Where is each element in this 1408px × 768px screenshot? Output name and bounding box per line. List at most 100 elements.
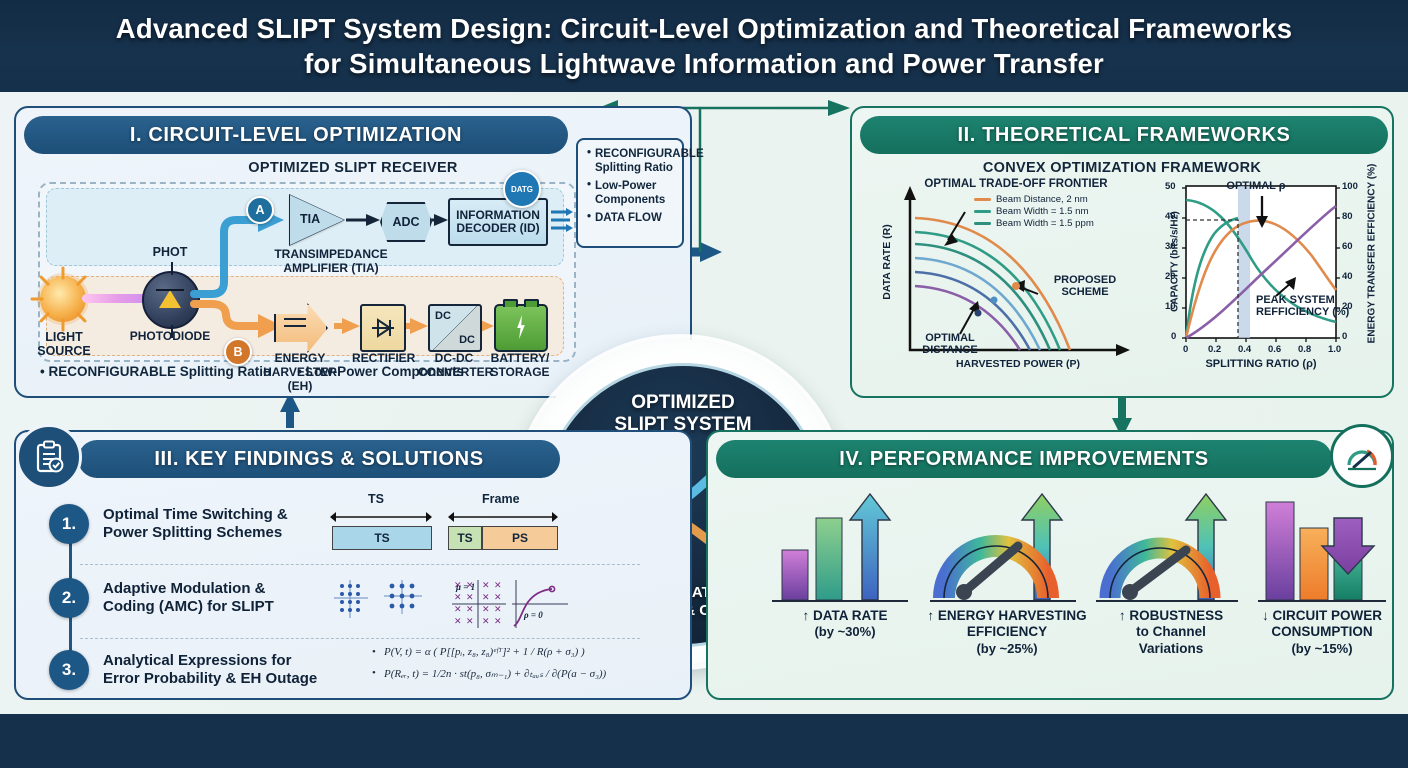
title-bar: Advanced SLIPT System Design: Circuit-Le… [0,0,1408,92]
data-flow-icon [551,208,573,232]
finding-number-3: 3. [49,650,89,690]
branch-badge-a: A [246,196,274,224]
chart1-legend: Beam Distance, 2 nm Beam Width = 1.5 nm … [974,194,1094,230]
ts-block-right-1: TS [448,526,482,550]
chart1-annot-optimal-distance: OPTIMAL DISTANCE [922,332,978,356]
side-note-0: RECONFIGURABLE Splitting Ratio [587,147,704,175]
information-decoder-block: INFORMATION DECODER (ID) [448,198,548,246]
tia-caption: TRANSIMPEDANCE AMPLIFIER (TIA) [274,247,388,275]
svg-text:✕: ✕ [494,580,502,590]
panel1-side-notes: RECONFIGURABLE Splitting Ratio Low-Power… [576,138,704,248]
dcdc-top-label: DC [435,310,451,322]
chart1-ylabel: DATA RATE (R) [881,224,893,300]
adc-block: ADC [380,202,432,242]
amc-label-bottom: ρ = 0 [524,610,543,620]
metric-energy-harvesting: ↑ ENERGY HARVESTING EFFICIENCY (by ~25%) [922,608,1092,656]
chart1-title: OPTIMAL TRADE-OFF FRONTIER [924,178,1108,190]
svg-text:✕: ✕ [454,592,462,602]
battery-label: BATTERY/ STORAGE [490,351,550,379]
panel2-heading: II. THEORETICAL FRAMEWORKS [860,116,1388,154]
light-source-icon [30,266,96,332]
energy-harvesting-gauge-icon [930,492,1076,602]
chart2-y2tick-2: 40 [1342,271,1353,282]
tia-block-label: TIA [300,212,321,226]
finding-row-2: 2. Adaptive Modulation & Coding (AMC) fo… [49,578,349,618]
chart1-xlabel: HARVESTED POWER (P) [955,358,1081,370]
svg-text:✕: ✕ [466,604,474,614]
metric-label-0: ↑ DATA RATE [802,608,888,623]
svg-text:✕: ✕ [454,616,462,626]
circuit-power-bars-icon [1258,501,1386,602]
data-rate-bars-icon [772,492,908,602]
panel3-heading: III. KEY FINDINGS & SOLUTIONS [78,440,560,478]
panel1-heading: I. CIRCUIT-LEVEL OPTIMIZATION [24,116,568,154]
legend-label-0: Beam Distance, 2 nm [996,194,1088,205]
metric-robustness: ↑ ROBUSTNESS to Channel Variations [1096,608,1246,657]
svg-text:✕: ✕ [466,616,474,626]
chart1-annot-proposed: PROPOSED SCHEME [1053,274,1117,298]
chart2-xtick-2: 0.4 [1238,344,1252,355]
finding-row-1: 1. Optimal Time Switching & Power Splitt… [49,504,349,544]
side-note-1: Low-Power Components [587,179,676,207]
chart2-ytick-5: 50 [1165,181,1176,192]
svg-text:✕: ✕ [466,580,474,590]
svg-text:✕: ✕ [466,592,474,602]
svg-text:✕: ✕ [482,604,490,614]
panel1-footer-bullet-1: • Low-Power Components [297,364,464,379]
metric-sub-1: (by ~25%) [976,640,1038,656]
battery-icon [494,299,548,352]
light-beam [82,294,150,303]
diagram-canvas: I. CIRCUIT-LEVEL OPTIMIZATION OPTIMIZED … [0,92,1408,714]
finding-text-1: Optimal Time Switching & Power Splitting… [103,506,288,542]
chart2-y2tick-4: 80 [1342,211,1353,222]
metric-label-1: ↑ ENERGY HARVESTING EFFICIENCY [927,608,1087,640]
chart2-ytick-0: 0 [1171,331,1177,342]
finding-text-2: Adaptive Modulation & Coding (AMC) for S… [103,580,274,616]
chart2-y2tick-0: 0 [1342,331,1348,342]
dcdc-converter-block: DC DC [428,304,482,352]
datg-badge-icon: DATG [503,170,541,208]
finding-number-2: 2. [49,578,89,618]
metric-circuit-power: ↓ CIRCUIT POWER CONSUMPTION (by ~15%) [1248,608,1396,656]
chart2-ytick-1: 10 [1165,301,1176,312]
svg-text:✕: ✕ [454,580,462,590]
photodiode-label: PHOTODIODE [129,329,211,343]
title-line-1: Advanced SLIPT System Design: Circuit-Le… [115,12,1293,44]
chart2-annot-peak: PEAK SYSTEM REFFICIENCY (%) [1256,294,1350,318]
formula-0: P(V, t) = α ( P[[pᵢ, z₈, z₈)ᵉᶠᵀ]² + 1 / … [372,646,652,658]
chart2-ytick-3: 30 [1165,241,1176,252]
panel-key-findings: III. KEY FINDINGS & SOLUTIONS 1. Optimal… [14,430,692,700]
svg-text:✕: ✕ [454,604,462,614]
robustness-gauge-icon [1096,492,1238,602]
dcdc-bottom-label: DC [459,333,475,346]
clipboard-check-icon [16,424,82,490]
speedometer-icon [1330,424,1394,488]
panel1-subtitle: OPTIMIZED SLIPT RECEIVER [248,160,458,176]
svg-text:✕: ✕ [494,604,502,614]
chart2-y2tick-1: 20 [1342,301,1353,312]
chart2-y2tick-5: 100 [1342,181,1358,192]
title-line-2: for Simultaneous Lightwave Information a… [304,48,1104,79]
datg-badge-label: DATG [510,184,534,194]
ts-block-right-2: PS [482,526,558,550]
formula-1: P(Rₑᵣ, t) = 1/2n · st(p₈, σₘ₋₁) + ∂ₜₐᵤₛ … [372,667,652,680]
metric-data-rate: ↑ DATA RATE (by ~30%) [770,608,920,639]
formula-list: P(V, t) = α ( P[[pᵢ, z₈, z₈)ᵉᶠᵀ]² + 1 / … [372,646,652,689]
chart2-ylabel: CAPACITY (bits/s/Hz) [1169,211,1181,312]
legend-label-1: Beam Width = 1.5 nm [996,206,1089,217]
chart2-ytick-4: 40 [1165,211,1176,222]
energy-harvester-label: ENERGY HARVESTER (EH) [263,351,337,393]
chart2-ytick-2: 20 [1165,271,1176,282]
panel-theoretical-frameworks: II. THEORETICAL FRAMEWORKS CONVEX OPTIMI… [850,106,1394,398]
ts-frame-diagram: TS Frame TS TS PS [330,492,560,550]
chart-tradeoff-frontier: OPTIMAL TRADE-OFF FRONTIER Beam Distance… [870,178,1138,382]
chart2-annot-optimal-rho: OPTIMAL ρ [1226,180,1286,192]
photodiode-icon [142,262,200,338]
footer-bar [0,714,1408,768]
chart2-xtick-3: 0.6 [1268,344,1282,355]
finding-row-3: 3. Analytical Expressions for Error Prob… [49,650,359,690]
ts-block-left: TS [332,526,432,550]
finding-text-3: Analytical Expressions for Error Probabi… [103,652,318,688]
finding-number-1: 1. [49,504,89,544]
